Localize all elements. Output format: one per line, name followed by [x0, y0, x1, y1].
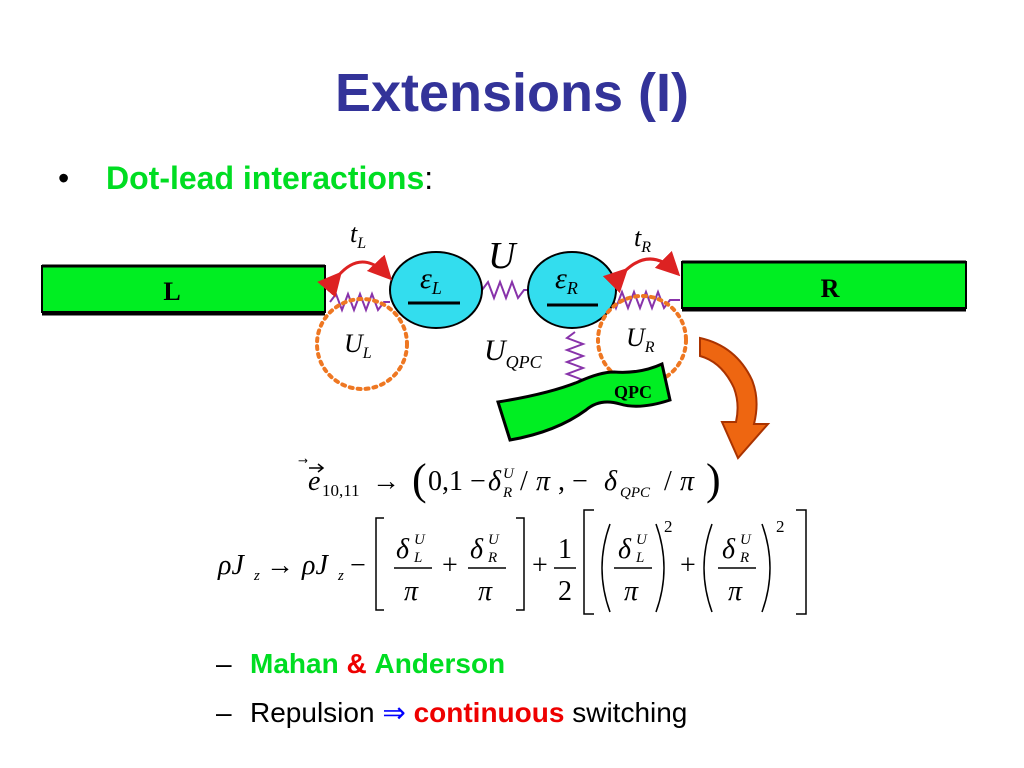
bullet-dot-lead: • Dot-lead interactions:	[58, 160, 433, 197]
svg-text:U: U	[414, 532, 426, 548]
svg-text:/: /	[520, 466, 528, 497]
spring-middle	[481, 279, 530, 301]
arrow-t-left	[317, 254, 393, 298]
circle-u-left	[315, 297, 409, 391]
bullet-marker: •	[58, 160, 70, 196]
svg-text:/: /	[664, 466, 672, 497]
svg-text:+: +	[532, 550, 548, 581]
arrow-t-right	[602, 250, 681, 294]
svg-text:π: π	[536, 466, 551, 497]
svg-text:0,1 −: 0,1 −	[428, 466, 486, 497]
svg-text:2: 2	[664, 517, 673, 536]
svg-text:U: U	[503, 466, 515, 482]
svg-text:⃗: ⃗	[298, 458, 308, 463]
svg-text:→: →	[266, 550, 294, 581]
orange-curved-arrow	[699, 336, 771, 460]
qpc-channel	[496, 361, 672, 442]
svg-text:R: R	[739, 550, 749, 566]
dash-2: –	[216, 697, 232, 728]
lead-left	[41, 265, 326, 313]
svg-text:π: π	[478, 576, 493, 607]
name-mahan: Mahan	[250, 648, 339, 679]
lead-right-label: R	[821, 274, 840, 303]
svg-text:(: (	[412, 455, 427, 504]
subpoint-repulsion: –Repulsion ⇒ continuous switching	[216, 696, 687, 729]
svg-text:δ: δ	[604, 466, 618, 497]
implies-arrow: ⇒	[382, 697, 406, 728]
svg-text:QPC: QPC	[620, 485, 651, 501]
svg-text:U: U	[740, 532, 752, 548]
spring-qpc	[564, 331, 586, 387]
svg-text:δ: δ	[470, 534, 484, 565]
bullet-highlight: Dot-lead interactions	[106, 160, 425, 196]
switching-text: switching	[572, 697, 688, 728]
svg-text:L: L	[635, 550, 644, 566]
svg-text:2: 2	[558, 576, 572, 607]
svg-text:R: R	[502, 485, 512, 501]
svg-text:z: z	[253, 568, 260, 584]
svg-text:e: e	[308, 466, 320, 497]
equation-vector: e ⃗ 10,11 → ( 0,1 − δ U R / π , − δ QPC …	[298, 455, 721, 504]
svg-text:δ: δ	[488, 466, 502, 497]
svg-text:→: →	[372, 466, 400, 497]
slide-title: Extensions (I)	[334, 63, 690, 123]
svg-text:R: R	[487, 550, 497, 566]
svg-text:z: z	[337, 568, 344, 584]
qpc-label: QPC	[614, 382, 652, 402]
svg-text:π: π	[404, 576, 419, 607]
svg-text:U: U	[636, 532, 648, 548]
t-left: tL	[350, 219, 366, 252]
svg-text:δ: δ	[396, 534, 410, 565]
u-left: UL	[344, 329, 372, 362]
svg-text:2: 2	[776, 517, 785, 536]
u-right: UR	[626, 323, 655, 356]
spring-right	[603, 289, 680, 311]
svg-text:+: +	[680, 550, 696, 581]
u-qpc: UQPC	[484, 334, 543, 372]
svg-text:ρJ: ρJ	[301, 550, 329, 581]
svg-text:−: −	[350, 550, 366, 581]
svg-text:π: π	[728, 576, 743, 607]
svg-text:U: U	[488, 532, 500, 548]
bullet-colon: :	[424, 160, 434, 196]
svg-text:): )	[706, 455, 721, 504]
repulsion-text: Repulsion	[250, 697, 375, 728]
svg-text:π: π	[624, 576, 639, 607]
lead-left-label: L	[163, 277, 180, 306]
svg-text:δ: δ	[722, 534, 736, 565]
dash-1: –	[216, 648, 232, 679]
svg-text:δ: δ	[618, 534, 632, 565]
coupling-u: U	[488, 235, 518, 277]
svg-text:L: L	[413, 550, 422, 566]
svg-text:ρJ: ρJ	[217, 550, 245, 581]
subpoint-mahan-anderson: –Mahan & Anderson	[216, 648, 505, 680]
name-anderson: Anderson	[374, 648, 506, 679]
svg-text:, −: , −	[558, 466, 588, 497]
equation-rho-jz: ρJ z → ρJ z − δ U L π + δ U R π + 1 2 δ …	[217, 509, 807, 615]
continuous-text: continuous	[413, 697, 565, 728]
svg-text:1: 1	[558, 534, 572, 565]
t-right: tR	[634, 223, 651, 256]
svg-text:10,11: 10,11	[322, 481, 360, 500]
ampersand: &	[346, 648, 367, 679]
svg-text:+: +	[442, 550, 458, 581]
svg-text:π: π	[680, 466, 695, 497]
